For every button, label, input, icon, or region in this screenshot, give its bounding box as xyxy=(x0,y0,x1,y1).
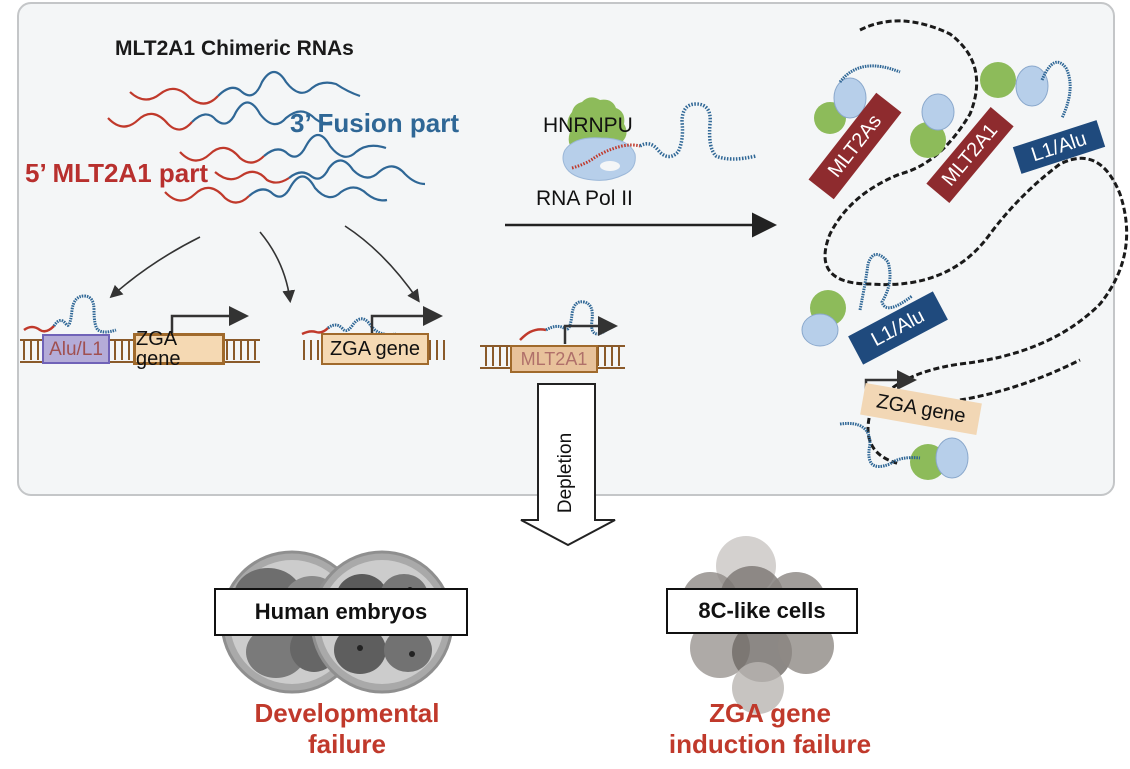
hnrnpu-pol2-complex xyxy=(562,97,757,181)
figure-title: MLT2A1 Chimeric RNAs xyxy=(115,37,354,60)
rna-strand-2 xyxy=(107,101,333,131)
nascent-rna-icon xyxy=(639,102,757,161)
arrow-to-zga xyxy=(259,231,296,304)
depletion-label-wrap: Depletion xyxy=(546,418,586,528)
outcome-line-1: ZGA gene xyxy=(709,698,831,728)
developmental-failure-outcome: Developmental failure xyxy=(222,698,472,760)
rna-strand-4 xyxy=(214,159,426,186)
depletion-label: Depletion xyxy=(555,432,576,514)
arrow-to-mlt2a1 xyxy=(344,225,420,303)
tss-arrow-icon xyxy=(170,306,249,336)
human-embryos-card: Human embryos xyxy=(214,588,468,636)
three-prime-fusion-label: 3’ Fusion part xyxy=(290,108,460,138)
outcome-line-2: induction failure xyxy=(668,729,872,760)
tss-arrow-icon xyxy=(563,316,618,344)
zga-induction-failure-outcome: ZGA gene induction failure xyxy=(660,698,880,760)
8c-like-cells-card: 8C-like cells xyxy=(666,588,858,634)
pol2-hnrnpu-complex-2 xyxy=(910,93,955,158)
pol2-hnrnpu-complex-3 xyxy=(980,60,1072,119)
arrow-to-alu xyxy=(109,236,201,299)
rna-strand-3 xyxy=(179,133,387,164)
five-prime-mlt2a1-label: 5’ MLT2A1 part xyxy=(25,158,209,188)
pol2-hnrnpu-complex-4 xyxy=(801,253,913,347)
alu-l1-element: Alu/L1 xyxy=(42,334,110,364)
chromatin-fiber xyxy=(823,19,1129,466)
tss-arrow-icon xyxy=(370,306,443,336)
depletion-arrow-icon xyxy=(520,383,616,547)
chimeric-rna-strands xyxy=(107,70,426,204)
outcome-line-1: Developmental xyxy=(254,698,440,728)
zga-gene-box-1: ZGA gene xyxy=(133,329,225,369)
chromatin-complexes xyxy=(801,60,1072,480)
rna-pol-ii-label: RNA Pol II xyxy=(536,187,633,210)
zga-gene-box-2: ZGA gene xyxy=(321,333,429,365)
pol2-protein-icon xyxy=(562,137,636,181)
rna-strand-5 xyxy=(164,175,388,204)
outcome-line-2: failure xyxy=(307,729,387,760)
rna-strand-1 xyxy=(129,70,361,105)
pol2-hnrnpu-complex-1 xyxy=(814,64,901,134)
pol2-hnrnpu-complex-5 xyxy=(839,421,969,480)
hnrnpu-label: HNRNPU xyxy=(543,114,633,137)
mlt2a1-element: MLT2A1 xyxy=(510,345,598,373)
